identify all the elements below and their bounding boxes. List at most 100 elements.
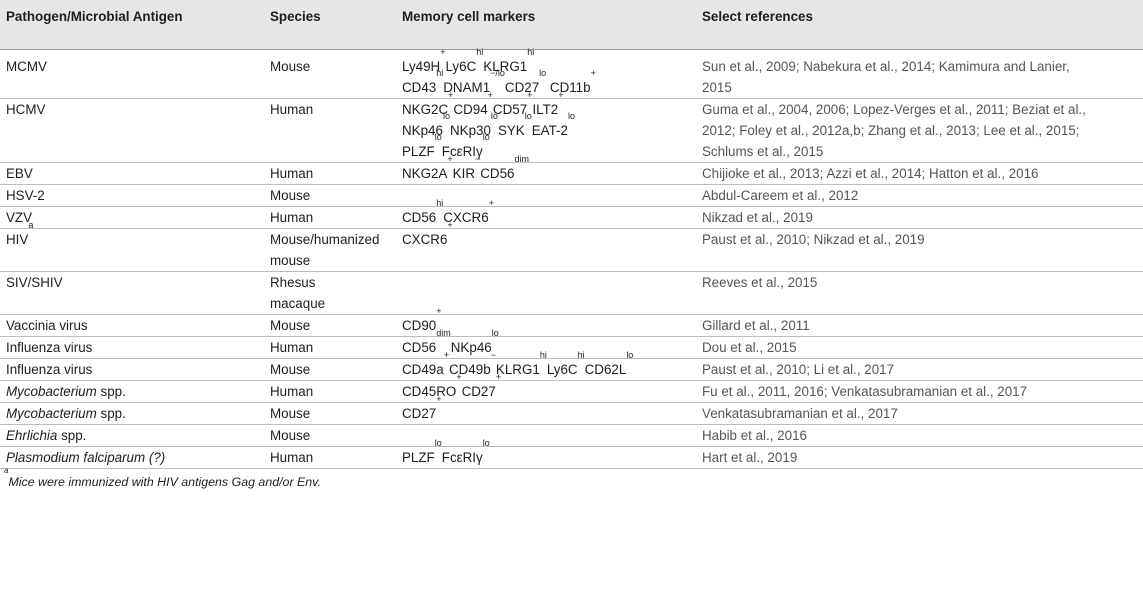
cell-markers: CXCR6+: [396, 221, 696, 272]
marker-name: NKp46: [402, 123, 443, 138]
cell-species: Human: [264, 162, 396, 185]
cell-pathogen: HSV-2: [0, 184, 264, 207]
marker-name: CD11b: [546, 80, 591, 95]
reference-line: Dou et al., 2015: [702, 340, 797, 355]
cell-markers: CD56dimNKp46lo: [396, 329, 696, 359]
header-pathogen: Pathogen/Microbial Antigen: [0, 0, 264, 50]
marker-name: NKG2A: [402, 166, 448, 181]
marker-line: CD49a+CD49b−KLRG1hiLy6ChiCD62Llo: [402, 351, 692, 380]
marker-name: SYK: [497, 123, 525, 138]
reference-line: Venkatasubramanian et al., 2017: [702, 406, 898, 421]
cell-pathogen: SIV/SHIV: [0, 271, 264, 315]
species-text: Human: [270, 384, 314, 399]
marker-line: CD90+: [402, 307, 692, 336]
marker-name: KLRG1: [495, 362, 540, 377]
header-refs: Select references: [696, 0, 1143, 50]
species-text: Mouse: [270, 428, 311, 443]
reference-line: 2012; Foley et al., 2012a,b; Zhang et al…: [702, 123, 1080, 138]
marker-expression: lo: [482, 132, 490, 142]
marker-expression: lo: [524, 111, 532, 121]
marker-line: PLZFloFcεRIγlo: [402, 133, 692, 162]
species-text: Mouse: [270, 362, 311, 377]
marker-expression: lo: [539, 68, 547, 78]
cell-markers: NKG2A+KIR−CD56dim: [396, 155, 696, 185]
cell-markers: CD56hiCXCR6+: [396, 199, 696, 229]
marker-name: CD90: [402, 318, 437, 333]
cell-markers: PLZFloFcεRIγlo: [396, 439, 696, 469]
marker-name: NKp46: [450, 340, 492, 355]
pathogen-name: Influenza virus: [6, 362, 93, 377]
cell-pathogen: HIVa: [0, 221, 264, 272]
reference-line: Hart et al., 2019: [702, 450, 798, 465]
species-line: mouse: [270, 253, 311, 268]
marker-expression: hi: [476, 47, 484, 57]
pathogen-suffix: spp.: [96, 384, 126, 399]
reference-line: Sun et al., 2009; Nabekura et al., 2014;…: [702, 59, 1070, 74]
marker-expression: lo: [434, 438, 442, 448]
pathogen-name: HSV-2: [6, 188, 45, 203]
cell-references: Paust et al., 2010; Nikzad et al., 2019: [696, 228, 1143, 272]
cell-references: Paust et al., 2010; Li et al., 2017: [696, 358, 1143, 381]
marker-name: Ly49H: [402, 59, 441, 74]
marker-expression: hi: [577, 350, 585, 360]
cell-references: Habib et al., 2016: [696, 424, 1143, 447]
marker-expression: +: [447, 220, 453, 230]
table-footnote: aMice were immunized with HIV antigens G…: [0, 467, 1143, 490]
marker-expression: lo: [482, 438, 490, 448]
marker-expression: lo: [626, 350, 634, 360]
cell-references: Reeves et al., 2015: [696, 271, 1143, 315]
pathogen-name: Plasmodium falciparum (?): [6, 450, 166, 465]
marker-expression: hi: [436, 68, 444, 78]
marker-name: CD56: [402, 210, 437, 225]
cell-markers: NKG2C+CD94+CD57+ILT2+NKp46loNKp30loSYKlo…: [396, 91, 696, 163]
pathogen-name: VZV: [6, 210, 33, 225]
marker-line: CD45RO+CD27+: [402, 373, 692, 402]
reference-line: 2015: [702, 80, 732, 95]
cell-pathogen: Influenza virus: [0, 336, 264, 359]
cell-markers: CD27+: [396, 395, 696, 425]
marker-expression: +: [488, 198, 494, 208]
pathogen-name: HIV: [6, 232, 29, 247]
marker-name: CD27: [461, 384, 496, 399]
marker-expression: +: [527, 90, 533, 100]
marker-line: PLZFloFcεRIγlo: [402, 439, 692, 468]
marker-expression: dim: [436, 328, 451, 338]
marker-name: CD45RO: [402, 384, 457, 399]
species-text: Mouse: [270, 188, 311, 203]
species-text: Mouse: [270, 318, 311, 333]
reference-line: Paust et al., 2010; Li et al., 2017: [702, 362, 895, 377]
marker-name: CD27: [402, 406, 437, 421]
cell-species: Human: [264, 336, 396, 359]
marker-name: CD49a: [402, 362, 444, 377]
cell-references: Nikzad et al., 2019: [696, 206, 1143, 229]
marker-name: EAT-2: [531, 123, 568, 138]
cell-species: Human: [264, 446, 396, 469]
marker-expression: lo: [491, 328, 499, 338]
cell-markers: CD90+: [396, 307, 696, 337]
pathogen-suffix: spp.: [96, 406, 126, 421]
reference-line: Chijioke et al., 2013; Azzi et al., 2014…: [702, 166, 1039, 181]
pathogen-name: Ehrlichia: [6, 428, 58, 443]
marker-name: FcεRIγ: [441, 450, 483, 465]
pathogen-name: Mycobacterium: [6, 384, 97, 399]
marker-name: ILT2: [532, 102, 559, 117]
marker-name: FcεRIγ: [441, 144, 483, 159]
marker-line: CXCR6+: [402, 221, 692, 250]
marker-expression: hi: [527, 47, 535, 57]
cell-species: Mouse: [264, 49, 396, 99]
marker-expression: +: [447, 154, 453, 164]
cell-pathogen: Vaccinia virus: [0, 314, 264, 337]
cell-references: Fu et al., 2011, 2016; Venkatasubramania…: [696, 380, 1143, 403]
marker-expression: +: [495, 372, 502, 382]
